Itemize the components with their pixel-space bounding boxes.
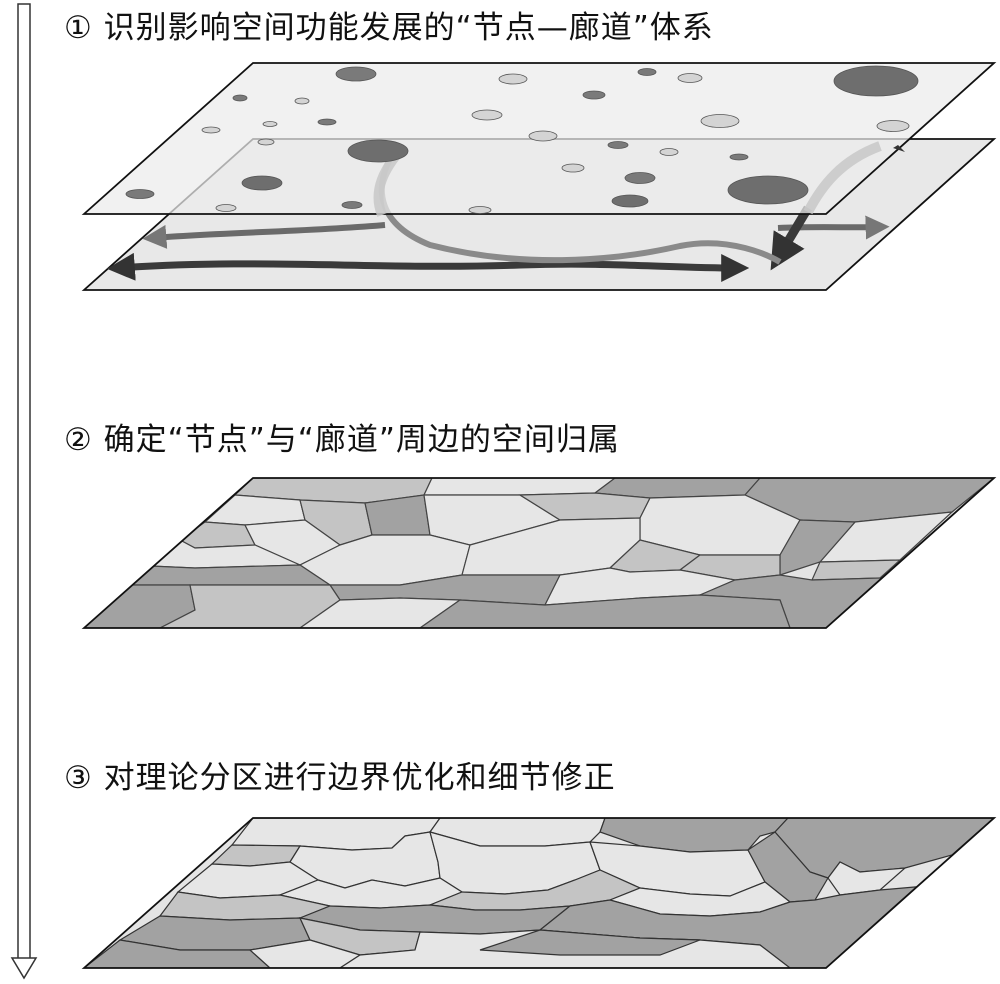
node	[294, 97, 310, 105]
node	[215, 204, 237, 212]
node	[624, 172, 656, 184]
zone	[159, 584, 341, 628]
step-3-title: ③ 对理论分区进行边界优化和细节修正	[64, 752, 616, 797]
node	[232, 94, 248, 102]
node	[659, 148, 679, 156]
node	[471, 109, 503, 121]
zone	[779, 519, 857, 576]
node	[561, 163, 585, 173]
step-2-number: ②	[64, 422, 93, 458]
corridor-upper-left	[142, 222, 386, 249]
zone	[128, 564, 332, 586]
node	[341, 201, 363, 209]
node	[729, 153, 749, 161]
node	[528, 130, 558, 142]
zoning-plane-outline	[81, 477, 997, 629]
step-1-diagram	[81, 62, 997, 291]
corridor-diagonal	[770, 205, 812, 271]
node	[347, 139, 409, 163]
step-1-title: ① 识别影响空间功能发展的“节点—廊道”体系	[64, 2, 714, 47]
zone	[418, 594, 791, 628]
node	[241, 175, 283, 191]
node	[637, 68, 657, 76]
node	[833, 65, 919, 97]
optimized-plane-outline	[81, 817, 997, 969]
optimized-zones	[84, 818, 994, 968]
node	[727, 175, 809, 205]
node-link-arrow-right	[803, 141, 882, 215]
node	[257, 138, 275, 146]
node	[335, 66, 377, 82]
step-1-number: ①	[64, 10, 93, 46]
node	[317, 118, 337, 126]
step-2-title: ② 确定“节点”与“廊道”周边的空间归属	[64, 414, 620, 459]
step-3-diagram	[81, 817, 997, 969]
node	[468, 206, 492, 214]
zone	[203, 494, 306, 526]
step-3-label: 对理论分区进行边界优化和细节修正	[103, 760, 616, 796]
node	[582, 90, 606, 100]
process-flow-arrow	[10, 3, 38, 980]
node	[607, 141, 629, 149]
step-1-label: 识别影响空间功能发展的“节点—廊道”体系	[103, 10, 714, 46]
step-2-diagram	[81, 477, 997, 629]
node	[611, 194, 649, 208]
node	[700, 114, 740, 128]
corridor-main-bottom	[106, 252, 750, 282]
zone	[479, 929, 701, 956]
node-points	[125, 65, 919, 214]
node	[876, 120, 910, 132]
node	[677, 73, 703, 83]
zone	[423, 478, 617, 496]
theoretical-zones	[84, 478, 994, 628]
node	[262, 121, 278, 127]
zone	[178, 521, 256, 549]
corridor-right	[777, 215, 890, 240]
step-2-label: 确定“节点”与“廊道”周边的空间归属	[103, 422, 620, 458]
node-link-arrowhead	[893, 145, 905, 152]
node	[125, 189, 155, 199]
step-3-number: ③	[64, 760, 93, 796]
node	[498, 73, 528, 85]
zone	[811, 559, 902, 581]
node	[201, 126, 221, 134]
